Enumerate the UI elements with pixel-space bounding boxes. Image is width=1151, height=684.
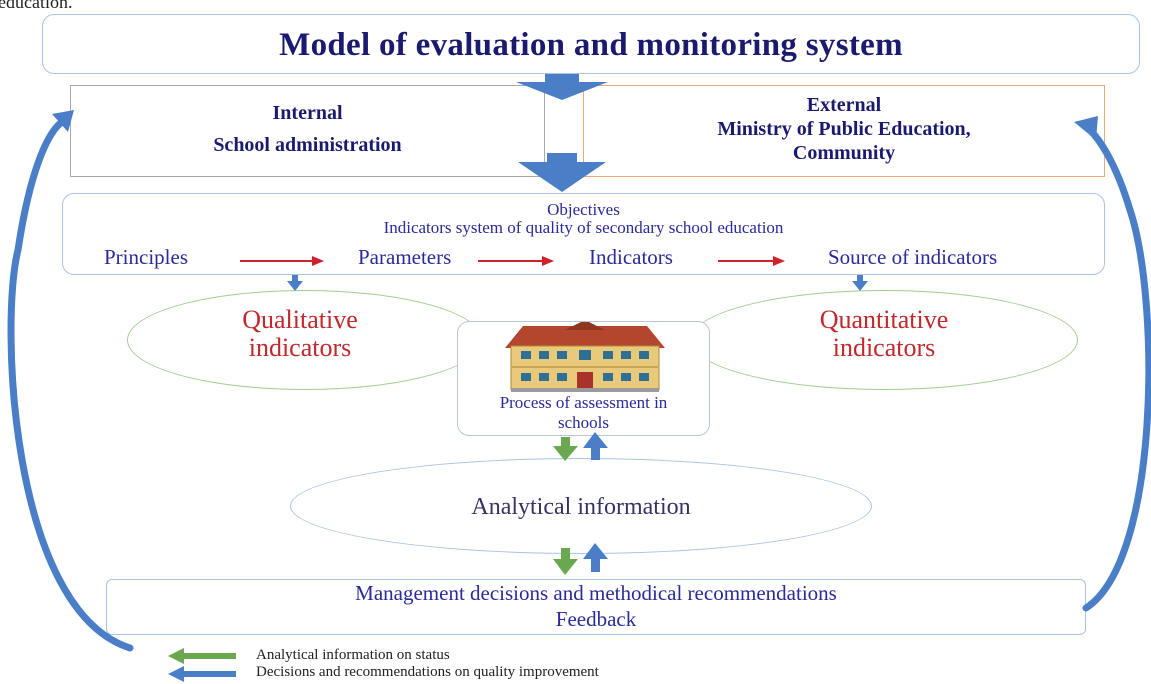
internal-box: Internal School administration (70, 85, 545, 177)
objectives-box: Objectives Indicators system of quality … (62, 193, 1105, 275)
quantitative-sublabel: indicators (832, 333, 936, 362)
feedback-label: Feedback (555, 607, 637, 631)
flow-indicators: Indicators (589, 245, 673, 269)
objectives-title: Objectives (547, 200, 620, 219)
legend-blue-label: Decisions and recommendations on quality… (256, 664, 599, 680)
external-sublabel-2: Community (792, 142, 896, 164)
quantitative-label: Quantitative (819, 305, 949, 334)
external-label: External (806, 94, 882, 116)
process-label: Process of assessment in (499, 393, 668, 412)
flow-principles: Principles (104, 245, 188, 269)
process-sublabel: schools (558, 413, 609, 432)
management-box: Management decisions and methodical reco… (106, 579, 1086, 635)
internal-label: Internal (272, 102, 343, 124)
title-box: Model of evaluation and monitoring syste… (42, 14, 1140, 74)
flow-source-of-indicators: Source of indicators (828, 245, 998, 269)
objectives-subtitle: Indicators system of quality of secondar… (383, 218, 784, 237)
diagram-title: Model of evaluation and monitoring syste… (279, 27, 903, 63)
school-building-icon (505, 322, 665, 392)
legend-green-label: Analytical information on status (256, 647, 450, 663)
analytical-label: Analytical information (471, 494, 691, 520)
management-label: Management decisions and methodical reco… (355, 581, 837, 605)
page-top-fragment: education. (0, 0, 73, 12)
blue-up-arrow-1 (583, 432, 608, 460)
qualitative-label: Qualitative (242, 305, 358, 334)
small-down-arrow-source (852, 275, 868, 291)
process-box: Process of assessment in schools (457, 321, 710, 436)
small-down-arrow-principles (287, 275, 303, 291)
internal-sublabel: School administration (213, 134, 402, 156)
qualitative-ellipse: Qualitative indicators (127, 290, 483, 390)
legend-green-arrow (168, 648, 236, 664)
legend-blue-arrow (168, 666, 236, 682)
quantitative-ellipse: Quantitative indicators (690, 290, 1078, 390)
separator-box (545, 85, 583, 177)
external-box: External Ministry of Public Education, C… (583, 85, 1105, 177)
external-sublabel-1: Ministry of Public Education, (717, 118, 971, 140)
qualitative-sublabel: indicators (248, 333, 352, 362)
flow-parameters: Parameters (358, 245, 452, 269)
analytical-ellipse: Analytical information (290, 458, 872, 554)
